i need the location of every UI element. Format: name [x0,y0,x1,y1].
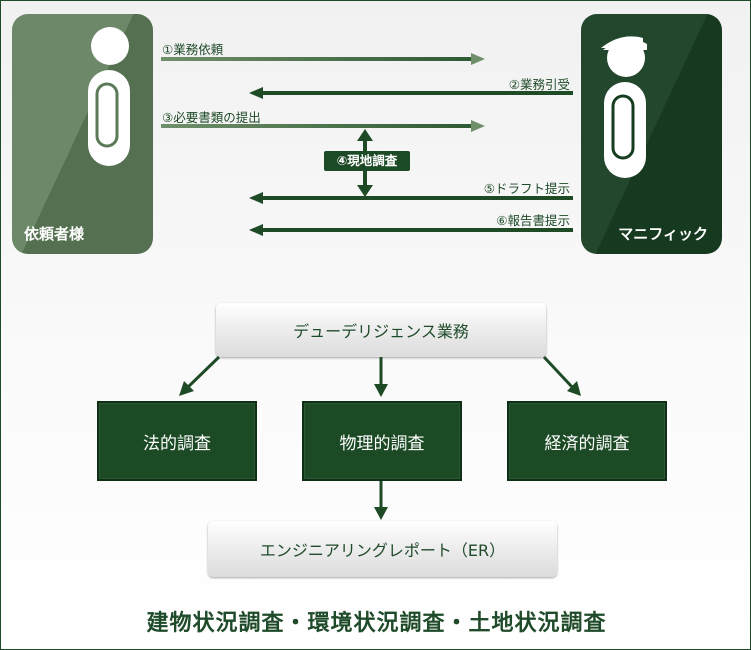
client-card: 依頼者様 [12,14,153,254]
arrow-step-3 [161,120,485,132]
arrow-to-legal [179,355,221,396]
client-label: 依頼者様 [24,225,85,243]
step-5-label: ⑤ドラフト提示 [483,181,570,196]
step-4-label: ④現地調査 [324,151,410,171]
company-card: マニフィック [581,14,722,254]
due-diligence-box: デューデリジェンス業務 [216,303,546,357]
physical-survey-box: 物理的調査 [302,401,462,481]
company-label: マニフィック [618,225,708,243]
engineering-report-box: エンジニアリングレポート（ER） [208,521,557,577]
step-2-label: ②業務引受 [508,77,570,92]
arrow-step-2 [249,87,573,99]
arrow-to-report [374,481,388,520]
arrow-to-economic [542,355,581,396]
arrow-step-6 [249,224,573,236]
arrow-step-1 [161,53,485,65]
worker-icon [601,36,647,178]
arrow-to-physical [374,357,388,397]
survey-caption: 建物状況調査・環境状況調査・土地状況調査 [146,611,607,636]
person-icon [88,27,130,166]
step-1-label: ①業務依頼 [162,42,224,57]
economic-survey-box: 経済的調査 [507,401,667,481]
legal-survey-box: 法的調査 [97,401,257,481]
arrow-step-5 [249,192,573,204]
step-6-label: ⑥報告書提示 [496,213,570,228]
step-3-label: ③必要書類の提出 [162,110,261,125]
